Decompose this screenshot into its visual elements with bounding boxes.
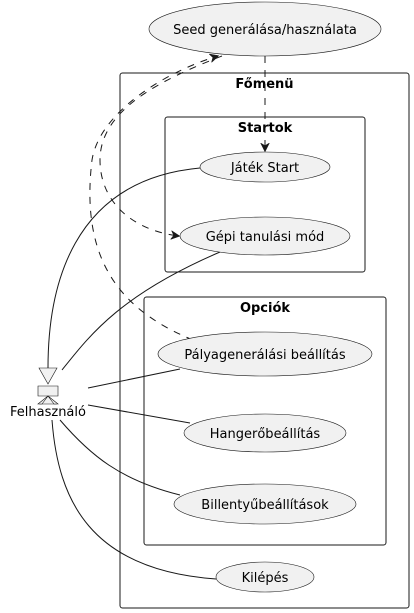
- use-case-machine-learning-label: Gépi tanulási mód: [206, 230, 325, 245]
- use-case-level-gen-settings-label: Pályagenerálási beállítás: [184, 348, 346, 363]
- dependency-seed-to-machine-learning: [99, 55, 223, 236]
- dependency-level-gen-to-seed: [89, 56, 218, 341]
- actor-user-icon: [37, 367, 59, 405]
- use-case-key-settings: Billentyűbeállítások: [173, 483, 357, 525]
- association-machine-learning: [61, 251, 221, 371]
- use-case-exit: Kilépés: [215, 561, 315, 593]
- actor-user-label: Felhasználó: [10, 405, 86, 420]
- use-case-exit-label: Kilépés: [242, 571, 289, 586]
- use-case-volume-settings-label: Hangerőbeállítás: [210, 427, 321, 442]
- association-game-start: [47, 167, 201, 369]
- use-case-volume-settings: Hangerőbeállítás: [183, 413, 347, 453]
- use-case-seed-label: Seed generálása/használata: [173, 23, 357, 38]
- use-case-key-settings-label: Billentyűbeállítások: [201, 498, 329, 513]
- use-case-machine-learning: Gépi tanulási mód: [179, 216, 351, 256]
- association-exit: [51, 419, 217, 580]
- use-case-game-start: Játék Start: [199, 151, 331, 183]
- association-key-settings: [59, 419, 181, 496]
- package-options-title: Opciók: [240, 301, 290, 316]
- association-volume-settings: [87, 404, 191, 424]
- actor-user: Felhasználó: [10, 367, 86, 420]
- use-case-seed: Seed generálása/használata: [148, 1, 382, 57]
- use-case-level-gen-settings: Pályagenerálási beállítás: [157, 331, 373, 377]
- use-case-game-start-label: Játék Start: [230, 161, 299, 176]
- association-level-gen-settings: [87, 368, 181, 389]
